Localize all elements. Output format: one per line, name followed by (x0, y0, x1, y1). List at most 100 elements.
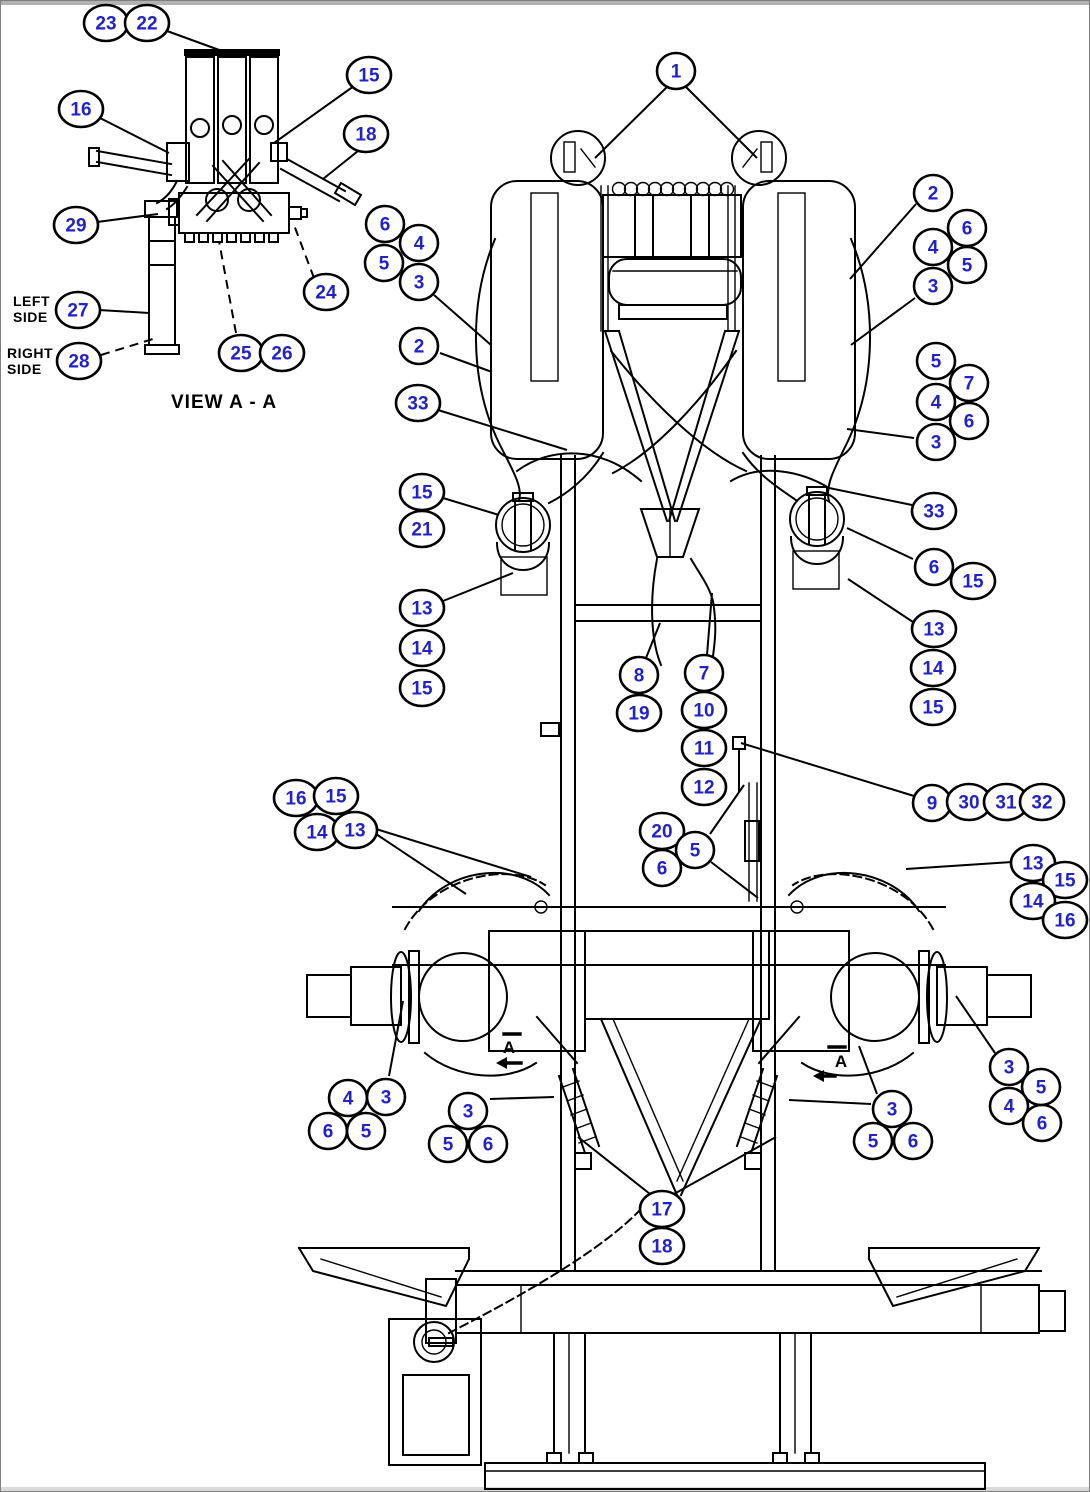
callout-3[interactable]: 3 (912, 266, 954, 306)
callout-2[interactable]: 2 (398, 326, 440, 366)
callout-6[interactable]: 6 (467, 1124, 509, 1164)
svg-text:23: 23 (95, 14, 116, 35)
callout-5[interactable]: 5 (915, 341, 957, 381)
svg-text:1: 1 (671, 62, 682, 83)
callout-3[interactable]: 3 (915, 422, 957, 462)
leader-line (375, 833, 467, 895)
callout-6[interactable]: 6 (913, 547, 955, 587)
svg-text:17: 17 (651, 1200, 672, 1221)
svg-text:27: 27 (67, 301, 88, 322)
svg-text:6: 6 (964, 412, 975, 433)
callout-11[interactable]: 11 (680, 728, 728, 768)
callout-6[interactable]: 6 (948, 401, 990, 441)
callout-5[interactable]: 5 (345, 1111, 387, 1151)
callout-3[interactable]: 3 (398, 262, 440, 302)
callout-5[interactable]: 5 (427, 1124, 469, 1164)
callout-22[interactable]: 22 (123, 3, 171, 43)
callout-14[interactable]: 14 (1009, 881, 1057, 921)
callout-25[interactable]: 25 (217, 333, 265, 373)
callout-15[interactable]: 15 (398, 472, 446, 512)
callout-3[interactable]: 3 (871, 1089, 913, 1129)
callout-4[interactable]: 4 (327, 1078, 369, 1118)
callout-28[interactable]: 28 (55, 341, 103, 381)
callout-3[interactable]: 3 (988, 1047, 1030, 1087)
svg-text:33: 33 (923, 502, 944, 523)
callout-20[interactable]: 20 (638, 811, 686, 851)
callout-14[interactable]: 14 (398, 628, 446, 668)
callout-16[interactable]: 16 (57, 89, 105, 129)
svg-text:3: 3 (887, 1100, 898, 1121)
leader-line (100, 338, 154, 356)
callout-6[interactable]: 6 (1021, 1103, 1063, 1143)
callout-5[interactable]: 5 (946, 245, 988, 285)
callout-6[interactable]: 6 (364, 204, 406, 244)
callout-5[interactable]: 5 (363, 243, 405, 283)
leader-line (850, 297, 916, 346)
callout-6[interactable]: 6 (892, 1121, 934, 1161)
callout-15[interactable]: 15 (398, 668, 446, 708)
callout-4[interactable]: 4 (398, 223, 440, 263)
callout-6[interactable]: 6 (641, 848, 683, 888)
callout-14[interactable]: 14 (909, 648, 957, 688)
leader-line (98, 309, 150, 314)
callout-33[interactable]: 33 (394, 383, 442, 423)
leader-line (439, 352, 493, 373)
leader-line (166, 30, 234, 56)
callout-7[interactable]: 7 (683, 653, 725, 693)
callout-7[interactable]: 7 (948, 363, 990, 403)
callout-13[interactable]: 13 (398, 588, 446, 628)
leader-line (437, 409, 568, 451)
callout-4[interactable]: 4 (915, 382, 957, 422)
callout-27[interactable]: 27 (54, 290, 102, 330)
callout-18[interactable]: 18 (638, 1226, 686, 1266)
callout-1[interactable]: 1 (655, 51, 697, 91)
svg-text:5: 5 (1036, 1078, 1047, 1099)
callout-6[interactable]: 6 (307, 1111, 349, 1151)
callout-15[interactable]: 15 (909, 687, 957, 727)
callout-30[interactable]: 30 (945, 782, 993, 822)
callout-32[interactable]: 32 (1018, 782, 1066, 822)
callout-4[interactable]: 4 (988, 1086, 1030, 1126)
svg-text:5: 5 (868, 1132, 879, 1153)
callout-5[interactable]: 5 (852, 1121, 894, 1161)
callout-8[interactable]: 8 (618, 655, 660, 695)
callout-16[interactable]: 16 (272, 778, 320, 818)
callout-6[interactable]: 6 (946, 208, 988, 248)
leader-line (96, 213, 159, 223)
svg-text:3: 3 (381, 1088, 392, 1109)
leader-line (375, 828, 532, 878)
callout-15[interactable]: 15 (1041, 860, 1089, 900)
callout-29[interactable]: 29 (52, 205, 100, 245)
leader-line (99, 117, 170, 154)
callout-14[interactable]: 14 (293, 812, 341, 852)
callout-12[interactable]: 12 (680, 767, 728, 807)
callout-17[interactable]: 17 (638, 1189, 686, 1229)
callout-15[interactable]: 15 (312, 776, 360, 816)
callout-13[interactable]: 13 (910, 609, 958, 649)
callout-23[interactable]: 23 (82, 3, 130, 43)
callout-33[interactable]: 33 (910, 491, 958, 531)
callout-2[interactable]: 2 (912, 173, 954, 213)
callout-9[interactable]: 9 (911, 783, 953, 823)
svg-text:7: 7 (699, 664, 710, 685)
callout-13[interactable]: 13 (331, 810, 379, 850)
callout-21[interactable]: 21 (398, 509, 446, 549)
callout-24[interactable]: 24 (302, 272, 350, 312)
callout-18[interactable]: 18 (342, 114, 390, 154)
callout-26[interactable]: 26 (258, 333, 306, 373)
svg-text:2: 2 (928, 184, 939, 205)
callout-4[interactable]: 4 (912, 227, 954, 267)
callout-3[interactable]: 3 (365, 1077, 407, 1117)
callout-15[interactable]: 15 (345, 55, 393, 95)
svg-text:29: 29 (65, 216, 86, 237)
callout-5[interactable]: 5 (674, 830, 716, 870)
svg-text:18: 18 (651, 1237, 672, 1258)
svg-text:7: 7 (964, 374, 975, 395)
callout-15[interactable]: 15 (949, 561, 997, 601)
callout-3[interactable]: 3 (447, 1091, 489, 1131)
callout-10[interactable]: 10 (680, 690, 728, 730)
leader-line (577, 1136, 651, 1195)
callout-19[interactable]: 19 (615, 693, 663, 733)
callout-16[interactable]: 16 (1041, 900, 1089, 940)
